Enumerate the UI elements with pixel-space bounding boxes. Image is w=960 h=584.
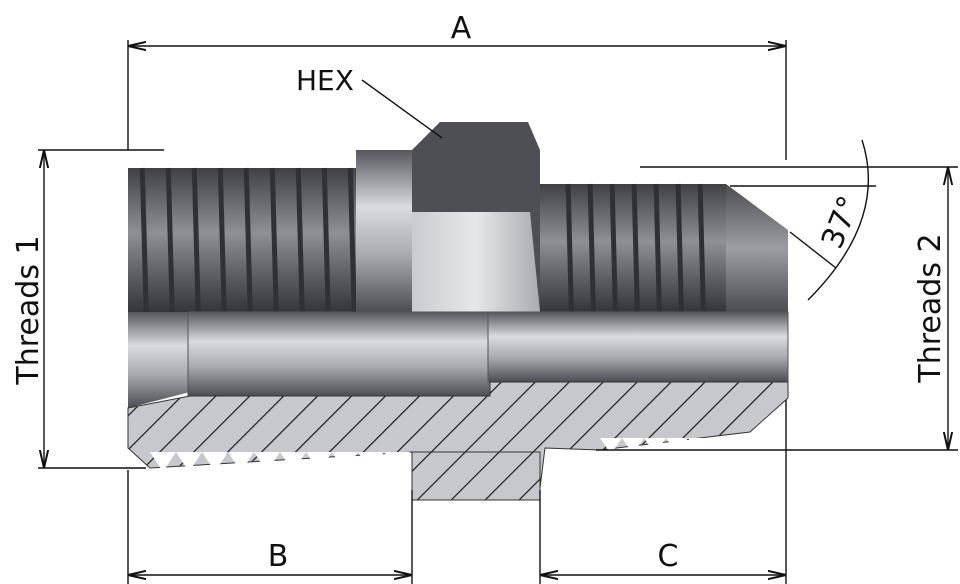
thread-shadow <box>295 167 305 313</box>
bore-small <box>487 311 789 383</box>
section-thread-root <box>710 438 732 454</box>
section-thread-root <box>666 438 688 454</box>
flare-cone <box>726 184 788 312</box>
section-thread-root <box>600 438 622 454</box>
thread-shadow <box>653 183 662 313</box>
thread-crest <box>578 166 600 184</box>
threads-2-label: Threads 2 <box>913 233 948 383</box>
thread-shadow <box>697 183 706 313</box>
section-thread-root <box>358 452 384 472</box>
threads-1-label: Threads 1 <box>11 235 46 385</box>
section-thread-root <box>176 452 202 472</box>
bore-left <box>128 312 190 408</box>
thread-shadow <box>347 167 357 313</box>
shoulder <box>356 150 416 312</box>
dimension-b-label: B <box>268 539 289 574</box>
section-thread-2 <box>600 438 732 454</box>
section-thread-root <box>228 452 254 472</box>
thread-crest <box>666 166 688 184</box>
section-thread-root <box>688 438 710 454</box>
section-thread-root <box>332 452 358 472</box>
thread-crest <box>600 166 622 184</box>
threads-1-teeth <box>128 150 362 313</box>
thread-shadow <box>191 167 201 313</box>
thread-shadow <box>565 183 574 313</box>
thread-shadow <box>139 167 149 313</box>
fitting-body-upper <box>128 122 789 408</box>
thread-crest <box>310 150 336 168</box>
thread-shadow <box>269 167 279 313</box>
section-thread-root <box>280 452 306 472</box>
thread-crest <box>180 150 206 168</box>
thread-shadow <box>609 183 618 313</box>
section-thread-root <box>150 452 176 472</box>
flare-angle-label: 37° <box>815 191 867 253</box>
thread-shadow <box>321 167 331 313</box>
thread-crest <box>644 166 666 184</box>
section-thread-root <box>202 452 228 472</box>
section-thread-root <box>622 438 644 454</box>
thread-crest <box>284 150 310 168</box>
hex-label: HEX <box>296 64 354 97</box>
thread-crest <box>154 150 180 168</box>
dimension-c-label: C <box>658 539 679 574</box>
dimension-a-label: A <box>451 11 472 46</box>
thread-crest <box>556 166 578 184</box>
fitting-section-lower <box>127 381 789 501</box>
thread-shadow <box>587 183 596 313</box>
thread-crest <box>622 166 644 184</box>
thread-crest <box>206 150 232 168</box>
thread-crest <box>128 150 154 168</box>
thread-shadow <box>631 183 640 313</box>
section-thread-root <box>306 452 332 472</box>
thread-crest <box>336 150 362 168</box>
thread-crest <box>258 150 284 168</box>
thread-crest <box>688 166 710 184</box>
section-thread-root <box>254 452 280 472</box>
thread-shadow <box>165 167 175 313</box>
thread-shadow <box>675 183 684 313</box>
threads-2-teeth <box>556 166 710 313</box>
section-thread-1 <box>150 452 410 472</box>
section-thread-root <box>384 452 410 472</box>
dimension-lines <box>38 40 958 584</box>
thread-shadow <box>217 167 227 313</box>
section-thread-root <box>644 438 666 454</box>
bore <box>187 311 491 397</box>
thread-shadow <box>243 167 253 313</box>
thread-crest <box>232 150 258 168</box>
